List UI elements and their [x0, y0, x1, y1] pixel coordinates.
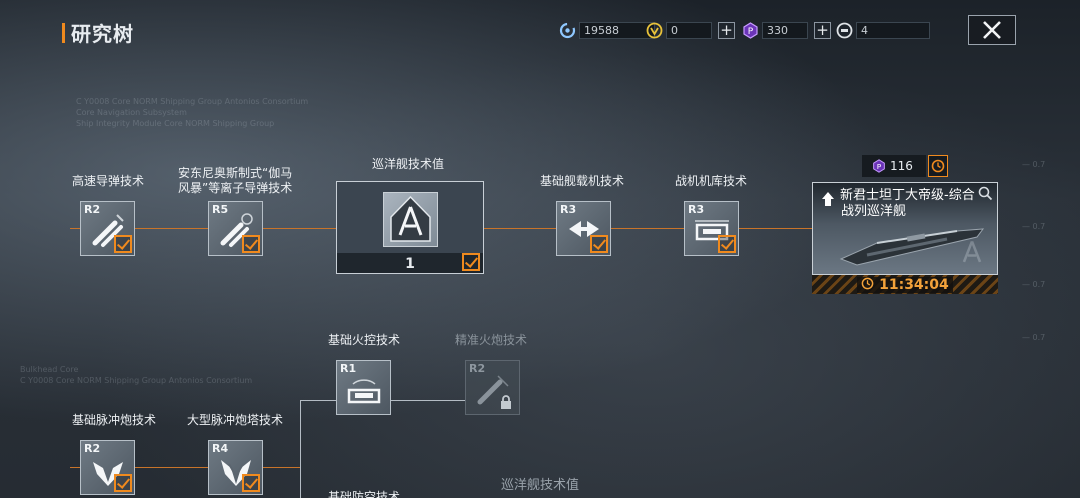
add-gold-button[interactable]: +	[718, 21, 735, 39]
hangar-icon	[695, 220, 729, 241]
node-count: 1	[405, 256, 415, 272]
clock-icon	[861, 277, 874, 289]
researched-check-icon	[114, 235, 132, 253]
node-fighter-hangar[interactable]: R3	[684, 201, 739, 256]
node-count-strip	[337, 253, 483, 273]
faction-emblem-icon	[962, 240, 982, 263]
unlock-cost-value: 116	[890, 159, 913, 173]
title-accent-bar	[62, 22, 65, 43]
node-label-basic-fire-control: 基础火控技术	[328, 333, 401, 347]
node-label-basic-carrier-aircraft: 基础舰载机技术	[540, 174, 625, 188]
node-label-precision-cannon: 精准火炮技术	[455, 333, 528, 347]
resource-gem: P 330 +	[741, 21, 831, 39]
ship-name: 新君士坦丁大帝级-综合 战列巡洋舰	[840, 188, 975, 220]
cruiser-emblem-frame	[383, 192, 438, 247]
node-precision-cannon[interactable]: R2	[465, 360, 520, 415]
purple-gem-icon: P	[873, 159, 885, 173]
research-timer: 11:34:04	[812, 275, 998, 294]
ship-name-line2: 战列巡洋舰	[841, 204, 907, 219]
gold-coin-icon	[645, 21, 663, 39]
node-label-fighter-hangar: 战机机库技术	[675, 174, 748, 188]
missile-icon	[92, 214, 124, 247]
search-icon[interactable]	[978, 186, 993, 201]
node-tier: R2	[469, 362, 486, 375]
precision-cannon-icon	[477, 375, 509, 405]
svg-text:P: P	[877, 162, 882, 171]
close-button[interactable]	[968, 15, 1016, 45]
node-label-line1: 安东尼奥斯制式“伽马	[178, 166, 293, 180]
cruiser-emblem-icon	[390, 195, 431, 242]
node-label-high-speed-missile: 高速导弹技术	[72, 174, 145, 188]
node-high-speed-missile[interactable]: R2	[80, 201, 135, 256]
node-label-cruiser-tech-value: 巡洋舰技术值	[372, 157, 445, 171]
background-watermark: C Y0008 Core NORM Shipping Group Antonio…	[76, 97, 309, 128]
close-icon	[983, 21, 1001, 39]
cycle-icon	[558, 21, 576, 39]
research-timer-text: 11:34:04	[857, 276, 953, 293]
researched-check-icon	[718, 235, 736, 253]
battlecruiser-image	[839, 228, 985, 266]
page-title: 研究树	[62, 18, 134, 47]
speed-up-button[interactable]	[928, 155, 948, 177]
node-plasma-missile[interactable]: R5	[208, 201, 263, 256]
node-tier: R1	[340, 362, 357, 375]
lock-icon	[501, 395, 511, 409]
node-tier: R5	[212, 203, 229, 216]
node-label-basic-pulse-cannon: 基础脉冲炮技术	[72, 413, 157, 427]
researched-check-icon	[590, 235, 608, 253]
carrier-aircraft-icon	[569, 221, 599, 237]
tree-connector-row2	[389, 400, 465, 401]
researched-check-icon	[462, 253, 480, 271]
node-label-line2: 风暴”等离子导弹技术	[178, 181, 293, 195]
grid-mark: — 0.7	[1022, 222, 1046, 231]
grid-mark: — 0.7	[1022, 280, 1046, 289]
node-large-pulse-turret[interactable]: R4	[208, 440, 263, 495]
node-tier: R3	[688, 203, 705, 216]
unlock-cost: P 116	[862, 155, 926, 177]
bottom-section-label: 巡洋舰技术值	[501, 478, 580, 493]
researched-check-icon	[114, 474, 132, 492]
research-timer-value: 11:34:04	[879, 276, 949, 293]
purple-gem-icon: P	[741, 21, 759, 39]
node-tier: R2	[84, 442, 101, 455]
node-tier: R2	[84, 203, 101, 216]
pulse-cannon-icon	[93, 462, 123, 486]
node-basic-fire-control[interactable]: R1	[336, 360, 391, 415]
resource-gold-value: 0	[666, 21, 712, 39]
fire-control-icon	[347, 379, 381, 404]
node-basic-pulse-cannon[interactable]: R2	[80, 440, 135, 495]
resource-token-value: 4	[856, 21, 930, 39]
node-label-plasma-missile: 安东尼奥斯制式“伽马 风暴”等离子导弹技术	[178, 166, 292, 196]
token-icon	[835, 21, 853, 39]
pulse-turret-icon	[221, 460, 251, 486]
node-basic-carrier-aircraft[interactable]: R3	[556, 201, 611, 256]
svg-text:P: P	[747, 27, 753, 37]
resource-gem-value: 330	[762, 21, 808, 39]
page-title-text: 研究树	[71, 22, 134, 46]
grid-mark: — 0.7	[1022, 333, 1046, 342]
ship-name-line1: 新君士坦丁大帝级-综合	[840, 188, 975, 203]
resource-gold: 0 +	[645, 21, 735, 39]
node-tier: R3	[560, 203, 577, 216]
node-label-basic-air-defense: 基础防空技术	[328, 490, 401, 498]
researched-check-icon	[242, 474, 260, 492]
ship-class-icon	[822, 192, 834, 206]
resource-token: 4	[835, 21, 930, 39]
tree-connector-vertical	[300, 400, 301, 498]
resource-cycle: 19588	[558, 21, 655, 39]
resource-cycle-value: 19588	[579, 21, 655, 39]
tree-connector-branch	[300, 400, 336, 401]
ship-card[interactable]: 新君士坦丁大帝级-综合 战列巡洋舰	[812, 182, 998, 275]
speed-up-clock-icon	[931, 159, 945, 173]
node-label-large-pulse-turret: 大型脉冲炮塔技术	[187, 413, 284, 427]
researched-check-icon	[242, 235, 260, 253]
tree-connector-row3	[70, 467, 300, 468]
add-gem-button[interactable]: +	[814, 21, 831, 39]
node-cruiser-tech-value[interactable]: 1	[336, 181, 484, 274]
plasma-missile-icon	[220, 213, 253, 247]
grid-mark: — 0.7	[1022, 160, 1046, 169]
node-tier: R4	[212, 442, 229, 455]
